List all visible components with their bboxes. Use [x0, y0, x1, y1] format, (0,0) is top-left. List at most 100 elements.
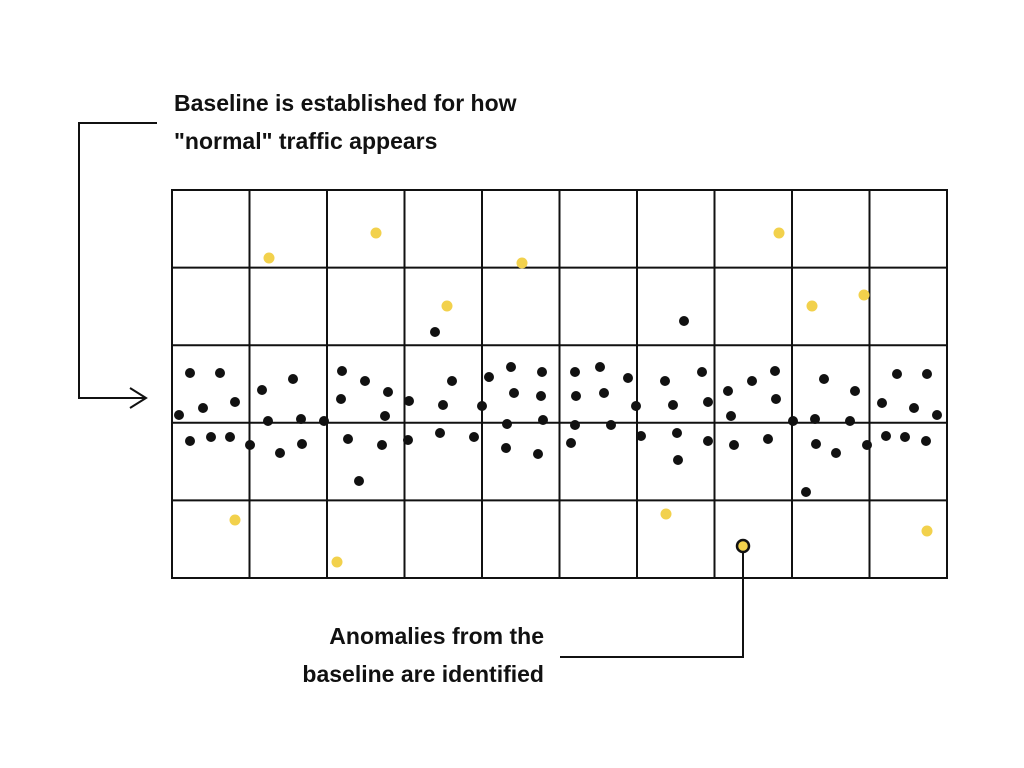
normal-traffic-point [537, 367, 547, 377]
normal-traffic-point [337, 366, 347, 376]
normal-traffic-point [404, 396, 414, 406]
normal-traffic-point [506, 362, 516, 372]
normal-traffic-point [430, 327, 440, 337]
anomaly-caption-line-1: Anomalies from the [329, 623, 544, 649]
normal-traffic-point [206, 432, 216, 442]
normal-traffic-point [360, 376, 370, 386]
normal-traffic-point [447, 376, 457, 386]
normal-traffic-point [921, 436, 931, 446]
normal-traffic-point [770, 366, 780, 376]
normal-traffic-point [892, 369, 902, 379]
normal-traffic-point [697, 367, 707, 377]
normal-traffic-point [336, 394, 346, 404]
normal-traffic-point [672, 428, 682, 438]
anomaly-connector-line [560, 553, 744, 658]
normal-traffic-point [215, 368, 225, 378]
normal-traffic-point [257, 385, 267, 395]
normal-traffic-point [831, 448, 841, 458]
normal-traffic-point [862, 440, 872, 450]
normal-traffic-point [660, 376, 670, 386]
normal-traffic-point [185, 436, 195, 446]
normal-traffic-point [502, 419, 512, 429]
normal-traffic-point [538, 415, 548, 425]
normal-traffic-point [484, 372, 494, 382]
normal-traffic-point [297, 439, 307, 449]
normal-traffic-point [631, 401, 641, 411]
normal-traffic-point [900, 432, 910, 442]
anomaly-point [660, 508, 672, 520]
normal-traffic-point [679, 316, 689, 326]
normal-traffic-point [703, 397, 713, 407]
normal-traffic-point [477, 401, 487, 411]
anomaly-points [229, 227, 933, 568]
normal-traffic-point [570, 420, 580, 430]
normal-traffic-point [288, 374, 298, 384]
normal-traffic-point [763, 434, 773, 444]
anomaly-point [331, 556, 343, 568]
normal-traffic-point [354, 476, 364, 486]
normal-traffic-point [801, 487, 811, 497]
anomaly-point [516, 257, 528, 269]
normal-traffic-point [673, 455, 683, 465]
normal-traffic-point [747, 376, 757, 386]
anomaly-caption-line-2: baseline are identified [302, 661, 544, 687]
normal-traffic-point [788, 416, 798, 426]
anomaly-point [773, 227, 785, 239]
normal-traffic-point [845, 416, 855, 426]
normal-traffic-point [932, 410, 942, 420]
anomaly-point [370, 227, 382, 239]
arrow-right-icon [129, 387, 148, 409]
normal-traffic-point [343, 434, 353, 444]
normal-traffic-point [909, 403, 919, 413]
normal-traffic-point [636, 431, 646, 441]
normal-traffic-points [174, 316, 942, 497]
normal-traffic-point [230, 397, 240, 407]
normal-traffic-point [469, 432, 479, 442]
normal-traffic-point [703, 436, 713, 446]
anomaly-point [441, 300, 453, 312]
normal-traffic-point [536, 391, 546, 401]
normal-traffic-point [377, 440, 387, 450]
normal-traffic-point [225, 432, 235, 442]
normal-traffic-point [819, 374, 829, 384]
normal-traffic-point [881, 431, 891, 441]
baseline-connector-line [78, 122, 157, 399]
normal-traffic-point [729, 440, 739, 450]
anomaly-connector [560, 538, 751, 658]
highlighted-anomaly-point [735, 538, 751, 554]
baseline-caption-line-1: Baseline is established for how [174, 90, 517, 116]
normal-traffic-point [501, 443, 511, 453]
normal-traffic-point [877, 398, 887, 408]
anomaly-point [858, 289, 870, 301]
normal-traffic-point [771, 394, 781, 404]
anomaly-point [921, 525, 933, 537]
normal-traffic-point [726, 411, 736, 421]
normal-traffic-point [319, 416, 329, 426]
normal-traffic-point [174, 410, 184, 420]
baseline-caption-line-2: "normal" traffic appears [174, 128, 438, 154]
normal-traffic-point [599, 388, 609, 398]
normal-traffic-point [810, 414, 820, 424]
normal-traffic-point [606, 420, 616, 430]
baseline-caption: Baseline is established for how "normal"… [174, 84, 517, 160]
normal-traffic-point [723, 386, 733, 396]
normal-traffic-point [570, 367, 580, 377]
normal-traffic-point [383, 387, 393, 397]
normal-traffic-point [185, 368, 195, 378]
normal-traffic-point [623, 373, 633, 383]
anomaly-caption: Anomalies from the baseline are identifi… [200, 617, 544, 693]
normal-traffic-point [380, 411, 390, 421]
normal-traffic-point [263, 416, 273, 426]
anomaly-point [263, 252, 275, 264]
grid [171, 189, 948, 579]
anomaly-point [229, 514, 241, 526]
baseline-connector [78, 122, 157, 409]
normal-traffic-point [198, 403, 208, 413]
normal-traffic-point [571, 391, 581, 401]
normal-traffic-point [296, 414, 306, 424]
normal-traffic-point [533, 449, 543, 459]
normal-traffic-point [509, 388, 519, 398]
normal-traffic-point [403, 435, 413, 445]
normal-traffic-point [438, 400, 448, 410]
